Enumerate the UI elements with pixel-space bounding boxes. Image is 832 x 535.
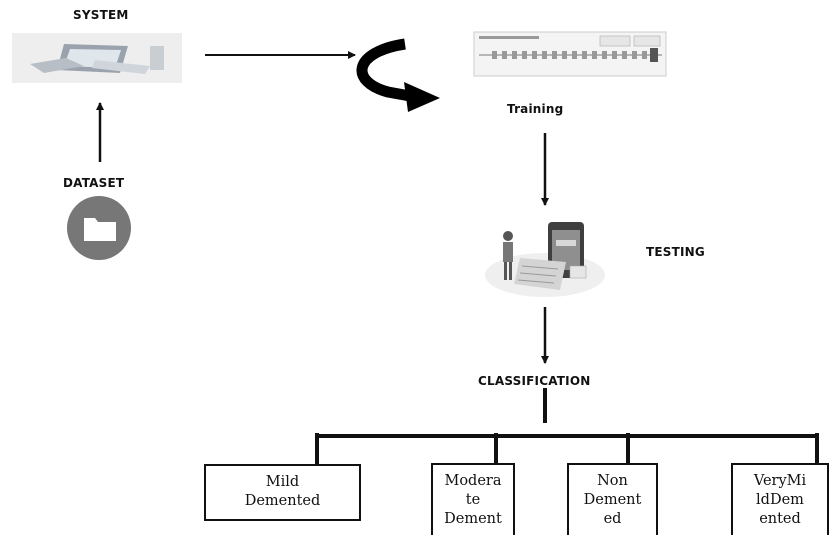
- class-box-line: Dement: [444, 511, 502, 527]
- class-box-moderate-demented: Modera te Dement: [431, 463, 515, 535]
- class-box-line: ented: [759, 511, 801, 527]
- class-box-line: ed: [603, 511, 622, 527]
- testing-illustration-icon: [485, 222, 605, 297]
- curved-arrow-icon: [356, 38, 440, 112]
- computer-icon: [12, 33, 182, 83]
- testing-label: TESTING: [646, 245, 705, 259]
- class-box-mild-demented: Mild Demented: [204, 464, 361, 521]
- class-box-line: Mild: [265, 474, 300, 490]
- class-box-non-demented: Non Dement ed: [567, 463, 658, 535]
- training-screenshot-icon: [473, 31, 667, 77]
- class-box-line: Demented: [244, 493, 321, 509]
- classification-label: CLASSIFICATION: [478, 374, 591, 388]
- training-label: Training: [507, 102, 564, 116]
- class-box-line: Non: [597, 473, 628, 489]
- system-label: SYSTEM: [73, 8, 129, 22]
- dataset-label: DATASET: [63, 176, 125, 190]
- class-box-line: Dement: [583, 492, 642, 508]
- folder-icon: [67, 196, 131, 260]
- class-box-verymild-demented: VeryMi ldDem ented: [731, 463, 829, 535]
- class-box-line: te: [465, 492, 481, 508]
- class-box-line: Modera: [444, 473, 502, 489]
- class-box-line: VeryMi: [753, 473, 807, 489]
- class-box-line: ldDem: [756, 492, 804, 508]
